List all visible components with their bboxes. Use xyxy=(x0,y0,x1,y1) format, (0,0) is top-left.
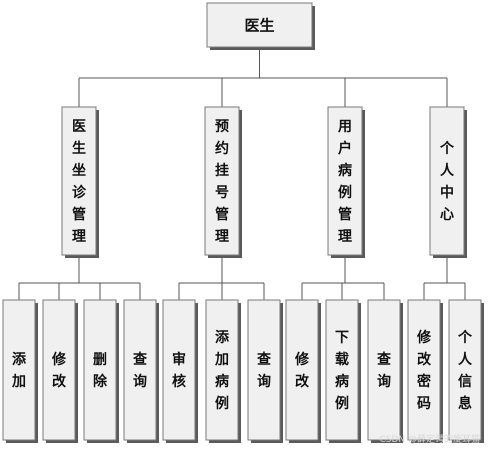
leaf-node-3-0-label: 修改密码 xyxy=(416,329,432,412)
leaf-node-0-2-label: 删除 xyxy=(93,352,108,390)
leaf-node-1-0-label: 审核 xyxy=(172,351,186,390)
leaf-node-3-1-label: 个人信息 xyxy=(457,329,473,412)
module-node-0-frame xyxy=(61,106,97,256)
leaf-node-0-0-frame xyxy=(2,299,36,441)
leaf-node-2-2-frame xyxy=(367,299,401,441)
leaf-node-2-1: 下载病例 xyxy=(325,299,361,443)
leaf-node-0-1-frame xyxy=(42,299,76,441)
leaf-node-0-0: 添加 xyxy=(2,299,38,443)
leaf-node-1-1: 添加病例 xyxy=(205,299,241,443)
leaf-node-2-0-frame xyxy=(285,299,319,441)
module-node-1-frame xyxy=(204,106,240,256)
leaf-node-0-0-label: 添加 xyxy=(11,351,27,390)
module-node-1: 预约挂号管理 xyxy=(204,106,242,258)
leaf-node-2-2: 查询 xyxy=(367,299,403,443)
leaf-node-3-0-frame xyxy=(407,299,441,441)
leaf-node-1-0-frame xyxy=(162,299,196,441)
leaf-node-0-2-frame xyxy=(83,299,117,441)
leaf-node-1-0: 审核 xyxy=(162,299,198,443)
leaf-node-0-2: 删除 xyxy=(83,299,119,443)
watermark-text: CSDN @薛定谔的旋耳猫 xyxy=(379,433,480,445)
leaf-node-1-2-frame xyxy=(247,299,281,441)
leaf-node-2-0-label: 修改 xyxy=(294,351,310,390)
root-node: 医生 xyxy=(206,2,315,50)
leaf-node-2-2-label: 查询 xyxy=(377,351,392,390)
leaf-node-1-2-label: 查询 xyxy=(257,351,272,390)
leaf-node-3-1-frame xyxy=(448,299,482,441)
leaf-node-1-1-label: 添加病例 xyxy=(214,329,230,412)
leaf-node-1-2: 查询 xyxy=(247,299,283,443)
leaf-node-2-0: 修改 xyxy=(285,299,321,443)
module-node-2-label: 用户病例管理 xyxy=(338,119,352,245)
module-node-3: 个人中心 xyxy=(429,106,467,258)
leaf-node-0-3: 查询 xyxy=(123,299,159,443)
leaf-node-3-1: 个人信息 xyxy=(448,299,484,443)
module-node-1-label: 预约挂号管理 xyxy=(215,119,229,245)
diagram-nodes: 医生医生坐诊管理添加修改删除查询预约挂号管理审核添加病例查询用户病例管理修改下载… xyxy=(2,2,484,443)
module-node-3-frame xyxy=(429,106,465,256)
root-node-frame xyxy=(206,2,313,48)
connector-lines xyxy=(18,47,466,300)
root-node-label: 医生 xyxy=(244,16,274,34)
leaf-node-0-1: 修改 xyxy=(42,299,78,443)
leaf-node-2-1-label: 下载病例 xyxy=(335,330,349,412)
leaf-node-1-1-frame xyxy=(205,299,239,441)
module-node-0: 医生坐诊管理 xyxy=(61,106,99,258)
leaf-node-0-3-label: 查询 xyxy=(133,351,148,390)
leaf-node-0-3-frame xyxy=(123,299,157,441)
module-node-2-frame xyxy=(327,106,363,256)
module-node-3-label: 个人中心 xyxy=(439,140,455,223)
leaf-node-0-1-label: 修改 xyxy=(51,351,67,390)
module-node-0-label: 医生坐诊管理 xyxy=(72,119,87,245)
module-node-2: 用户病例管理 xyxy=(327,106,365,258)
leaf-node-2-1-frame xyxy=(325,299,359,441)
leaf-node-3-0: 修改密码 xyxy=(407,299,443,443)
